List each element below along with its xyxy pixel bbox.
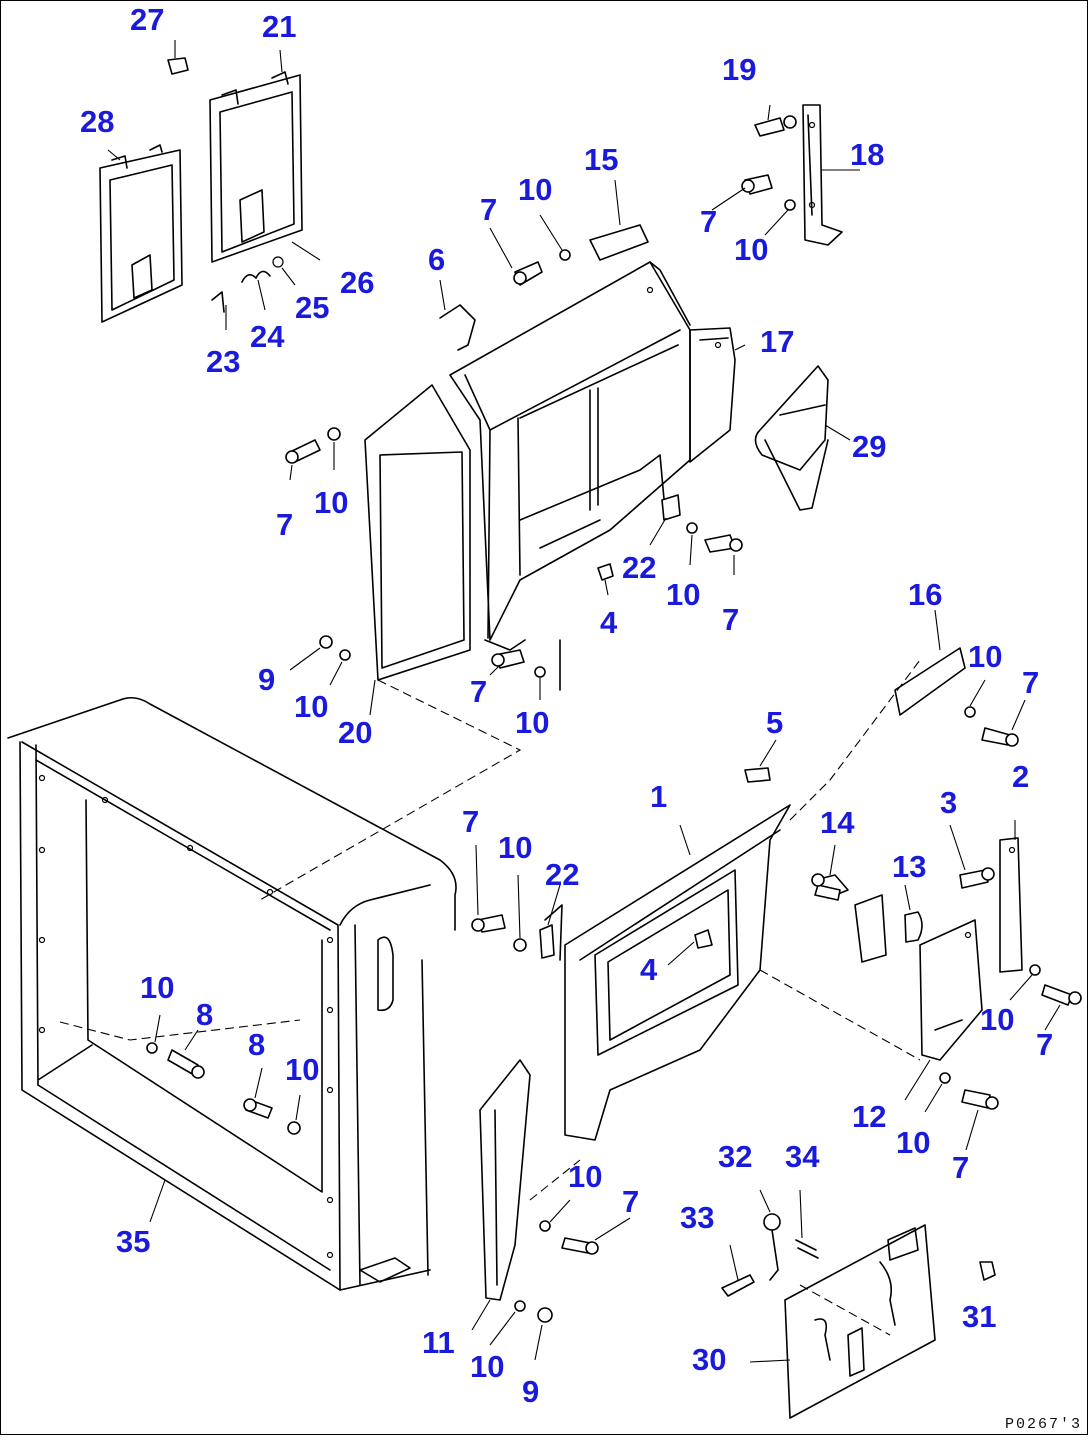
- callout-8: 8: [248, 1027, 265, 1062]
- part-21-cover: [209, 71, 303, 263]
- callout-10: 10: [980, 1002, 1014, 1037]
- callout-10: 10: [968, 639, 1002, 674]
- callout-23: 23: [206, 344, 240, 379]
- callout-32: 32: [718, 1139, 752, 1174]
- callout-33: 33: [680, 1200, 714, 1235]
- small-hardware-23-26: [211, 241, 321, 330]
- callout-7: 7: [952, 1150, 969, 1185]
- part-16-bracket: [894, 647, 966, 716]
- callout-6: 6: [428, 242, 445, 277]
- drawing-code: P0267'3: [1004, 1416, 1082, 1433]
- callout-10: 10: [518, 172, 552, 207]
- callout-7: 7: [276, 507, 293, 542]
- callout-10: 10: [896, 1125, 930, 1160]
- part-11-strip: [471, 1059, 581, 1331]
- callout-9: 9: [258, 662, 275, 697]
- callout-7: 7: [462, 804, 479, 839]
- callout-10: 10: [470, 1349, 504, 1384]
- callout-7: 7: [1036, 1027, 1053, 1062]
- callout-9: 9: [522, 1374, 539, 1409]
- callout-34: 34: [785, 1139, 820, 1174]
- callout-24: 24: [250, 319, 285, 354]
- callout-10: 10: [734, 232, 768, 267]
- callout-25: 25: [295, 290, 329, 325]
- callout-17: 17: [760, 324, 794, 359]
- callout-22: 22: [622, 550, 656, 585]
- parts-32-34-latch: [721, 1189, 996, 1297]
- callout-16: 16: [908, 577, 942, 612]
- callout-7: 7: [622, 1184, 639, 1219]
- callout-10: 10: [285, 1052, 319, 1087]
- callout-4: 4: [640, 952, 658, 987]
- callout-14: 14: [820, 805, 855, 840]
- part-28-cover: [99, 144, 183, 323]
- callout-35: 35: [116, 1224, 150, 1259]
- callout-13: 13: [892, 849, 926, 884]
- part-35-housing: [7, 696, 457, 1291]
- bolts-7: [167, 115, 1082, 1255]
- callout-3: 3: [940, 785, 957, 820]
- callout-26: 26: [340, 265, 374, 300]
- washers-10: [146, 199, 1041, 1346]
- callout-27: 27: [130, 2, 164, 37]
- callout-10: 10: [294, 689, 328, 724]
- part-30-plate: [749, 1224, 936, 1419]
- callout-18: 18: [850, 137, 884, 172]
- callout-29: 29: [852, 429, 886, 464]
- callout-2: 2: [1012, 759, 1029, 794]
- callout-10: 10: [666, 577, 700, 612]
- callout-10: 10: [515, 705, 549, 740]
- callout-5: 5: [766, 705, 783, 740]
- callout-20: 20: [338, 715, 372, 750]
- callout-7: 7: [700, 204, 717, 239]
- callout-7: 7: [1022, 665, 1039, 700]
- part-27-clip: [167, 57, 189, 75]
- callout-11: 11: [422, 1325, 455, 1360]
- callout-15: 15: [584, 142, 618, 177]
- callout-7: 7: [722, 602, 739, 637]
- callout-28: 28: [80, 104, 114, 139]
- part-1-center-panel: [544, 659, 921, 1141]
- part-20-side-panel: [259, 384, 522, 901]
- callout-19: 19: [722, 52, 756, 87]
- callout-4: 4: [600, 605, 618, 640]
- callout-31: 31: [962, 1299, 996, 1334]
- part-18-plate: [802, 104, 843, 246]
- callout-labels: 27 21 28 19 18 15 10 7 7 10 6 26 25 24 2…: [80, 2, 1053, 1409]
- callout-8: 8: [196, 997, 213, 1032]
- callout-21: 21: [262, 9, 296, 44]
- callout-7: 7: [470, 674, 487, 709]
- callout-12: 12: [852, 1099, 886, 1134]
- callout-1: 1: [650, 779, 667, 814]
- nuts-clips: [107, 40, 966, 1361]
- callout-10: 10: [314, 485, 348, 520]
- part-29-bracket: [754, 365, 851, 511]
- upper-cover-assembly: [439, 224, 736, 691]
- part-2-bracket: [999, 820, 1023, 973]
- callout-22: 22: [545, 857, 579, 892]
- callout-10: 10: [568, 1159, 602, 1194]
- callout-10: 10: [140, 970, 174, 1005]
- part-12-plate: [904, 919, 983, 1101]
- callout-7: 7: [480, 192, 497, 227]
- callout-30: 30: [692, 1342, 726, 1377]
- callout-10: 10: [498, 830, 532, 865]
